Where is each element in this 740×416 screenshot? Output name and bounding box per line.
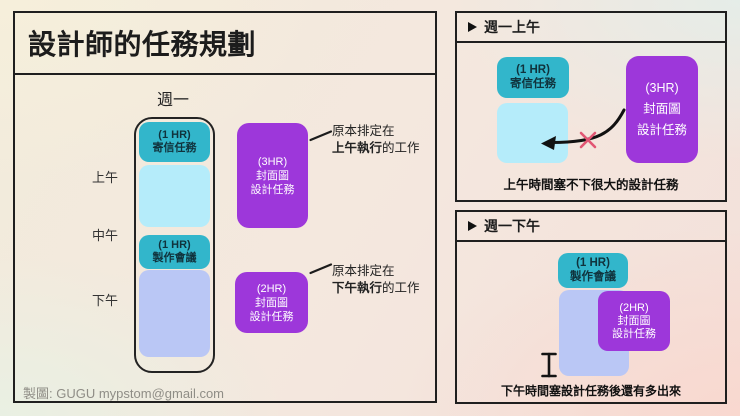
- morning-free-slot: [497, 103, 568, 163]
- design-task-2hr-name2: 設計任務: [249, 310, 294, 323]
- schedule-frame: (1 HR) 寄信任務 (1 HR) 製作會議: [134, 117, 215, 373]
- morning-mail-name: 寄信任務: [510, 77, 556, 90]
- morning-caption: 上午時間塞不下很大的設計任務: [503, 178, 679, 192]
- annotation-afternoon-line1: 原本排定在: [332, 264, 395, 278]
- afternoon-meeting-name: 製作會議: [570, 270, 616, 283]
- time-label-afternoon: 下午: [91, 293, 118, 308]
- annotation-morning-suffix: 的工作: [382, 141, 420, 155]
- annotation-afternoon: 原本排定在 下午執行的工作: [332, 263, 420, 297]
- play-triangle-icon: [468, 221, 477, 231]
- annotation-morning-line1: 原本排定在: [332, 124, 395, 138]
- time-label-noon: 中午: [91, 228, 118, 243]
- annotation-afternoon-line2: 下午執行的工作: [332, 280, 420, 297]
- mail-task-block: (1 HR) 寄信任務: [139, 122, 210, 162]
- page-title: 設計師的任務規劃: [28, 29, 257, 60]
- meeting-task-block: (1 HR) 製作會議: [139, 235, 210, 269]
- design-task-3hr-name2: 設計任務: [250, 183, 295, 196]
- morning-design-name1: 封面圖: [643, 102, 681, 116]
- monday-morning-header: 週一上午: [457, 13, 725, 43]
- afternoon-design-task-block: (2HR) 封面圖 設計任務: [598, 291, 670, 351]
- annotation-morning: 原本排定在 上午執行的工作: [332, 123, 420, 157]
- afternoon-design-name2: 設計任務: [612, 327, 656, 340]
- morning-design-hours: (3HR): [645, 81, 679, 95]
- annotation-morning-bold: 上午執行: [332, 141, 383, 155]
- monday-morning-panel: 週一上午 (1 HR) 寄信任務 (3HR) 封面圖 設計任務 上午時間塞不下很…: [455, 11, 727, 202]
- design-task-2hr-hours: (2HR): [256, 282, 287, 295]
- mail-task-name: 寄信任務: [152, 142, 197, 154]
- main-panel-header: 設計師的任務規劃: [15, 13, 435, 75]
- monday-afternoon-title: 週一下午: [484, 218, 540, 234]
- monday-morning-title: 週一上午: [484, 19, 540, 35]
- design-task-3hr-hours: (3HR): [257, 155, 288, 168]
- design-task-3hr-name1: 封面圖: [256, 169, 289, 182]
- afternoon-design-hours: (2HR): [619, 301, 649, 314]
- annotation-afternoon-bold: 下午執行: [332, 281, 383, 295]
- design-task-2hr-name1: 封面圖: [255, 296, 288, 309]
- afternoon-caption: 下午時間塞設計任務後還有多出來: [500, 384, 681, 398]
- annotation-afternoon-suffix: 的工作: [382, 281, 420, 295]
- play-triangle-icon: [468, 22, 477, 32]
- design-task-2hr-block: (2HR) 封面圖 設計任務: [235, 272, 308, 333]
- main-panel-body: 週一 上午 中午 下午 (1 HR) 寄信任務 (1 HR) 製作會議 (3HR…: [15, 75, 435, 401]
- monday-afternoon-header: 週一下午: [457, 212, 725, 242]
- credit-text: 製圖: GUGU mypstom@gmail.com: [23, 386, 224, 401]
- afternoon-meeting-task-block: (1 HR) 製作會議: [558, 253, 628, 288]
- afternoon-meeting-hours: (1 HR): [576, 257, 610, 269]
- mail-task-hours: (1 HR): [158, 129, 191, 141]
- monday-afternoon-panel: 週一下午 (1 HR) 製作會議 (2HR) 封面圖 設計任務 下午時間塞設計任…: [455, 210, 727, 404]
- design-task-3hr-block: (3HR) 封面圖 設計任務: [237, 123, 308, 228]
- main-panel: 設計師的任務規劃 週一 上午 中午 下午 (1 HR) 寄信任務 (1 HR) …: [13, 11, 437, 403]
- time-label-morning: 上午: [91, 170, 118, 185]
- morning-design-task-block: (3HR) 封面圖 設計任務: [626, 56, 698, 163]
- afternoon-design-name1: 封面圖: [617, 314, 651, 327]
- free-slot-morning: [139, 165, 210, 227]
- free-slot-afternoon: [139, 270, 210, 357]
- monday-afternoon-body: (1 HR) 製作會議 (2HR) 封面圖 設計任務 下午時間塞設計任務後還有多…: [457, 242, 725, 398]
- monday-morning-body: (1 HR) 寄信任務 (3HR) 封面圖 設計任務 上午時間塞不下很大的設計任…: [457, 43, 725, 196]
- morning-design-name2: 設計任務: [636, 123, 687, 137]
- day-label: 週一: [156, 92, 189, 109]
- meeting-task-name: 製作會議: [152, 252, 197, 264]
- morning-mail-hours: (1 HR): [516, 64, 550, 76]
- meeting-task-hours: (1 HR): [158, 239, 191, 251]
- annotation-morning-line2: 上午執行的工作: [332, 140, 420, 157]
- morning-mail-task-block: (1 HR) 寄信任務: [497, 57, 569, 98]
